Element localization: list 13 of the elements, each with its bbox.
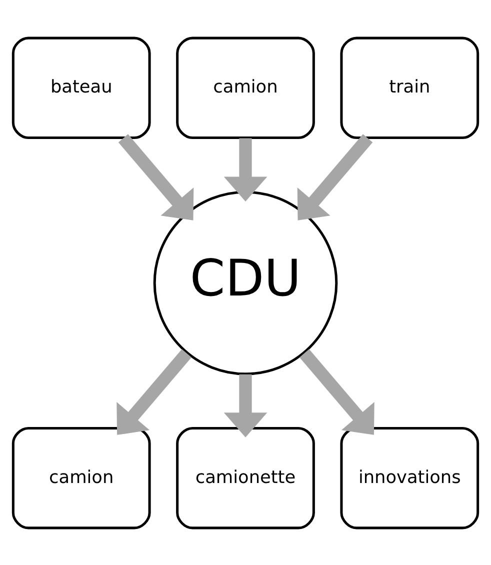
node-box: camion xyxy=(176,36,315,139)
arrow xyxy=(224,138,268,201)
node-box: camion xyxy=(12,426,151,529)
arrow xyxy=(118,134,194,220)
node-circle: CDU xyxy=(153,190,338,375)
arrow xyxy=(300,348,374,434)
arrow xyxy=(116,348,192,434)
arrow xyxy=(297,134,373,220)
node-box: innovations xyxy=(340,426,480,529)
arrow xyxy=(224,374,268,437)
node-box: train xyxy=(340,36,480,139)
node-box: camionette xyxy=(176,426,315,529)
node-box: bateau xyxy=(12,36,151,139)
